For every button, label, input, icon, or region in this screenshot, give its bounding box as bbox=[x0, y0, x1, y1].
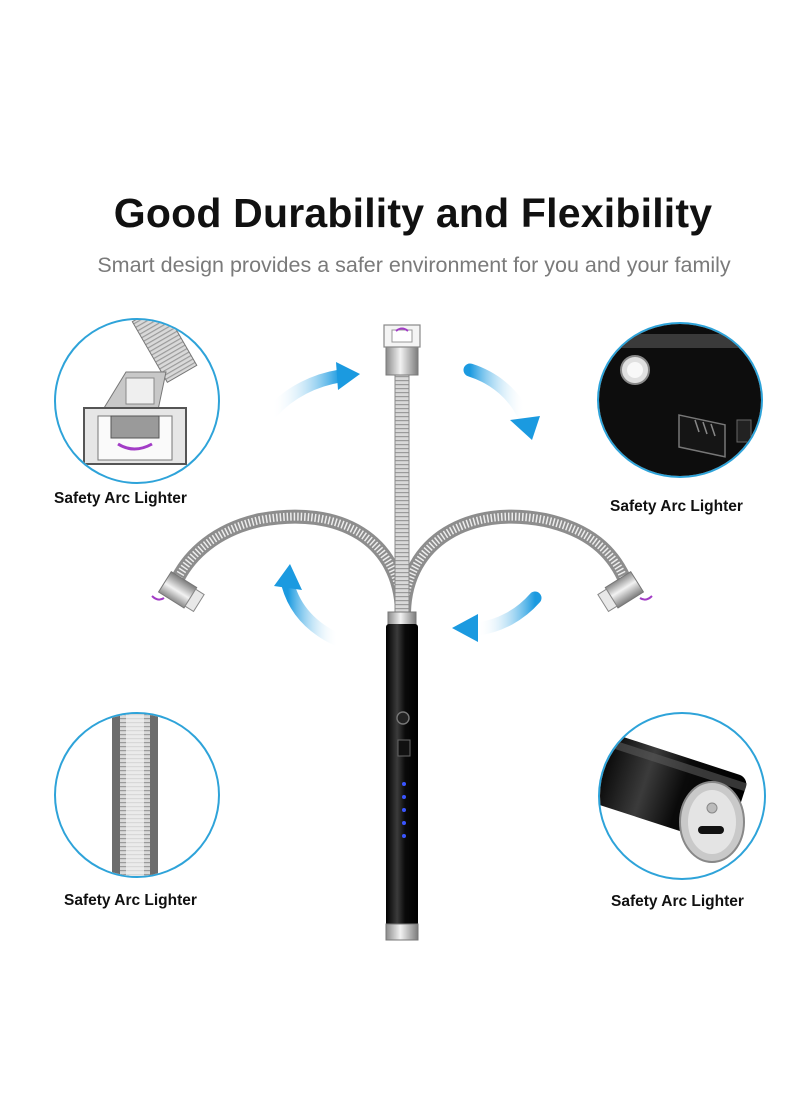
callout-label-top-left: Safety Arc Lighter bbox=[54, 490, 187, 507]
flexible-neck-closeup-icon bbox=[54, 712, 220, 878]
rotate-arrow-bottom-left bbox=[274, 564, 345, 647]
rotate-arrow-top-right bbox=[463, 363, 540, 440]
callout-label-top-right: Safety Arc Lighter bbox=[610, 498, 743, 515]
straight-neck bbox=[383, 324, 421, 619]
rotate-arrow-top-left bbox=[265, 362, 360, 419]
callout-label-bottom-left: Safety Arc Lighter bbox=[64, 892, 197, 909]
page-title: Good Durability and Flexibility bbox=[113, 190, 713, 236]
right-bent-neck bbox=[397, 509, 653, 619]
callout-label-bottom-right: Safety Arc Lighter bbox=[611, 893, 744, 910]
arc-head-closeup-icon bbox=[54, 318, 220, 484]
rotate-arrow-bottom-right bbox=[452, 591, 542, 642]
usb-charging-port-closeup-icon bbox=[598, 712, 766, 880]
power-button-closeup-icon bbox=[597, 322, 763, 478]
page-subtitle: Smart design provides a safer environmen… bbox=[97, 253, 731, 277]
left-bent-neck bbox=[151, 509, 409, 619]
lighter-body bbox=[385, 611, 419, 941]
